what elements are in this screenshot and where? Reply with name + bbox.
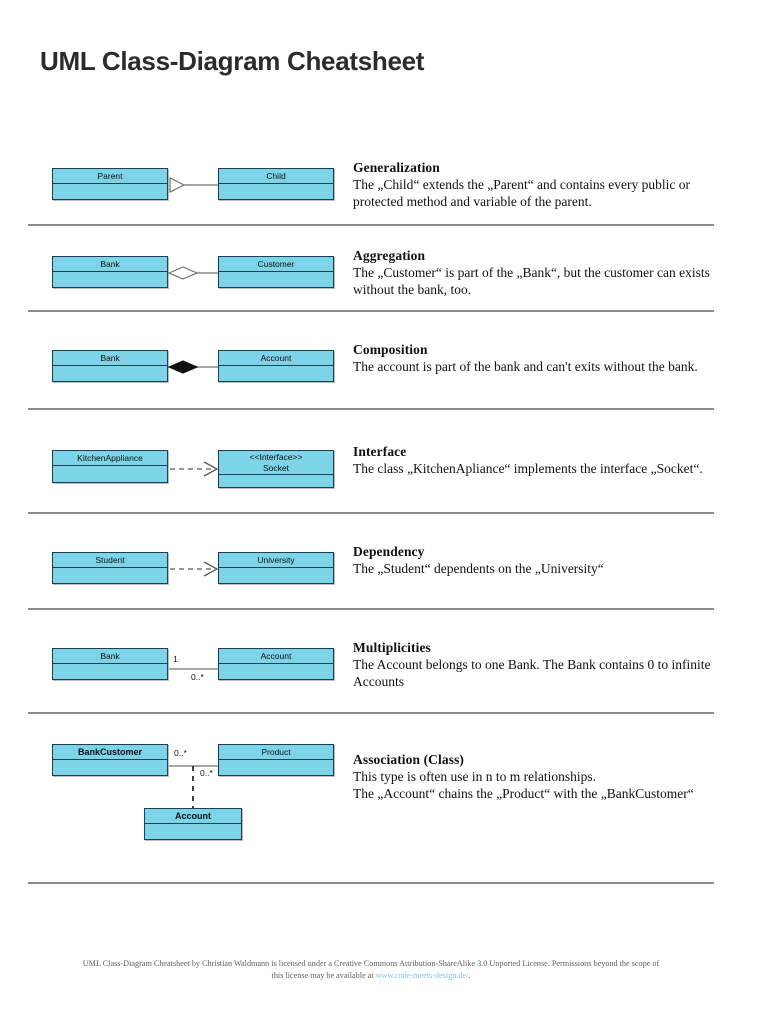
uml-class-name: Customer	[219, 257, 333, 272]
section-interface: KitchenAppliance <<Interface>> Socket In…	[28, 444, 714, 508]
description-body: The „Child“ extends the „Parent“ and con…	[353, 177, 691, 209]
description-title: Generalization	[353, 160, 440, 175]
section-separator	[28, 608, 714, 610]
description-aggregation: Aggregation The „Customer“ is part of th…	[353, 248, 725, 298]
uml-class-name: Bank	[53, 257, 167, 272]
description-title: Multiplicities	[353, 640, 431, 655]
uml-class-box: BankCustomer	[52, 744, 168, 776]
uml-class-name: University	[219, 553, 333, 568]
uml-class-box: KitchenAppliance	[52, 450, 168, 483]
uml-association-class-box: Account	[144, 808, 242, 840]
connector-multiplicities	[169, 668, 218, 670]
section-association-class: BankCustomer Product Account 0..* 0..* A…	[28, 738, 714, 863]
uml-class-name: Student	[53, 553, 167, 568]
uml-class-box: Student	[52, 552, 168, 584]
uml-class-box: Product	[218, 744, 334, 776]
section-multiplicities: Bank Account 1 0..* Multiplicities The A…	[28, 640, 714, 704]
uml-class-box: Bank	[52, 350, 168, 382]
section-separator	[28, 712, 714, 714]
section-dependency: Student University Dependency The „Stude…	[28, 544, 714, 606]
uml-class-box: Parent	[52, 168, 168, 200]
page-title: UML Class-Diagram Cheatsheet	[40, 46, 425, 76]
uml-class-name: KitchenAppliance	[53, 451, 167, 466]
description-composition: Composition The account is part of the b…	[353, 342, 725, 376]
uml-class-box: Bank	[52, 648, 168, 680]
uml-class-box: Account	[218, 350, 334, 382]
description-title: Aggregation	[353, 248, 426, 263]
description-interface: Interface The class „KitchenApliance“ im…	[353, 444, 725, 478]
uml-class-box: Customer	[218, 256, 334, 288]
connector-generalization	[169, 177, 218, 193]
footer-license-line2-prefix: this license may be available at	[271, 971, 376, 980]
uml-interface-box: <<Interface>> Socket	[218, 450, 334, 488]
description-dependency: Dependency The „Student“ dependents on t…	[353, 544, 725, 578]
description-association-class: Association (Class) This type is often u…	[353, 752, 725, 802]
section-separator	[28, 882, 714, 884]
footer-license-line1: UML Class-Diagram Cheatsheet by Christia…	[82, 959, 660, 968]
uml-class-name: Account	[219, 649, 333, 664]
connector-dependency	[170, 561, 219, 577]
connector-association-class	[169, 765, 218, 808]
description-body: The „Student“ dependents on the „Univers…	[353, 561, 604, 576]
section-separator	[28, 408, 714, 410]
uml-class-name: BankCustomer	[53, 745, 167, 760]
section-separator	[28, 310, 714, 312]
uml-class-name: Product	[219, 745, 333, 760]
footer: UML Class-Diagram Cheatsheet by Christia…	[28, 958, 714, 982]
section-aggregation: Bank Customer Aggregation The „Customer“…	[28, 248, 714, 310]
uml-class-name: Account	[219, 351, 333, 366]
description-body: The account is part of the bank and can'…	[353, 359, 698, 374]
footer-link[interactable]: www.code-meets-design.de/	[375, 971, 469, 980]
description-title: Dependency	[353, 544, 425, 559]
uml-class-name: Socket	[263, 463, 289, 473]
description-body: The „Customer“ is part of the „Bank“, bu…	[353, 265, 710, 297]
multiplicity-label-left: 0..*	[174, 748, 187, 758]
uml-stereotype: <<Interface>>	[249, 452, 303, 462]
uml-class-box: Account	[218, 648, 334, 680]
uml-class-name: Child	[219, 169, 333, 184]
section-composition: Bank Account Composition The account is …	[28, 342, 714, 404]
uml-class-name: Parent	[53, 169, 167, 184]
description-body: This type is often use in n to m relatio…	[353, 769, 694, 801]
uml-class-name: Bank	[53, 649, 167, 664]
description-multiplicities: Multiplicities The Account belongs to on…	[353, 640, 725, 690]
footer-license-line2-suffix: .	[468, 971, 471, 980]
uml-interface-header: <<Interface>> Socket	[219, 451, 333, 475]
multiplicity-label-right: 0..*	[200, 768, 213, 778]
uml-class-name: Account	[145, 809, 241, 824]
description-title: Association (Class)	[353, 752, 465, 767]
description-title: Composition	[353, 342, 428, 357]
description-body: The Account belongs to one Bank. The Ban…	[353, 657, 711, 689]
section-separator	[28, 224, 714, 226]
uml-class-name: Bank	[53, 351, 167, 366]
section-generalization: Parent Child Generalization The „Child“ …	[28, 160, 714, 222]
connector-composition	[167, 360, 218, 374]
multiplicity-label-left: 1	[173, 654, 178, 664]
section-separator	[28, 512, 714, 514]
connector-aggregation	[167, 266, 218, 280]
uml-class-box: Child	[218, 168, 334, 200]
description-body: The class „KitchenApliance“ implements t…	[353, 461, 703, 476]
description-title: Interface	[353, 444, 407, 459]
connector-interface	[170, 461, 219, 477]
multiplicity-label-right: 0..*	[191, 672, 204, 682]
uml-class-box: University	[218, 552, 334, 584]
uml-class-box: Bank	[52, 256, 168, 288]
description-generalization: Generalization The „Child“ extends the „…	[353, 160, 725, 210]
